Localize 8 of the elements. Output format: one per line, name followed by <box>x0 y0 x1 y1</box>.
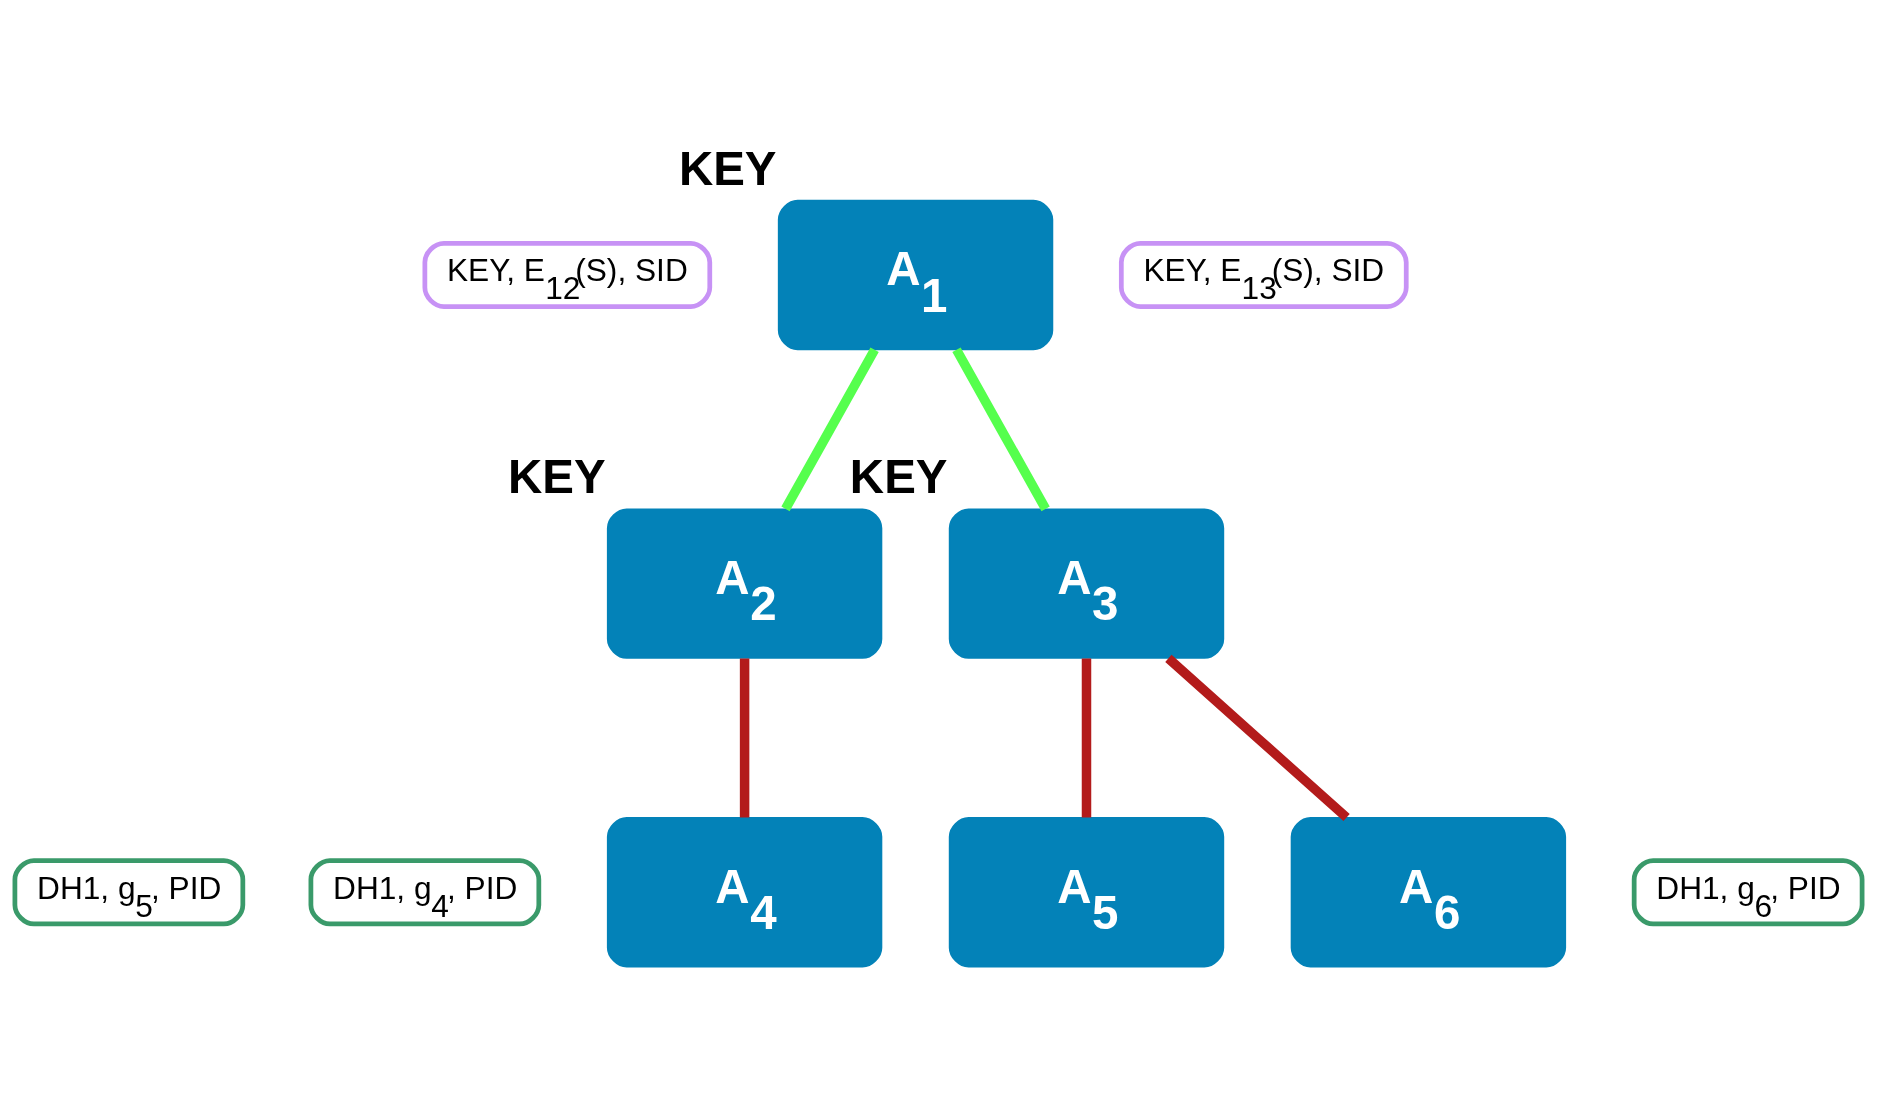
connector <box>739 657 750 818</box>
connector <box>1165 654 1350 821</box>
connector <box>1081 657 1092 818</box>
node-label: KEY <box>849 449 948 503</box>
node-label: KEY <box>507 449 606 503</box>
connector <box>781 346 879 511</box>
node-label: KEY <box>678 141 777 195</box>
connector <box>952 346 1050 511</box>
